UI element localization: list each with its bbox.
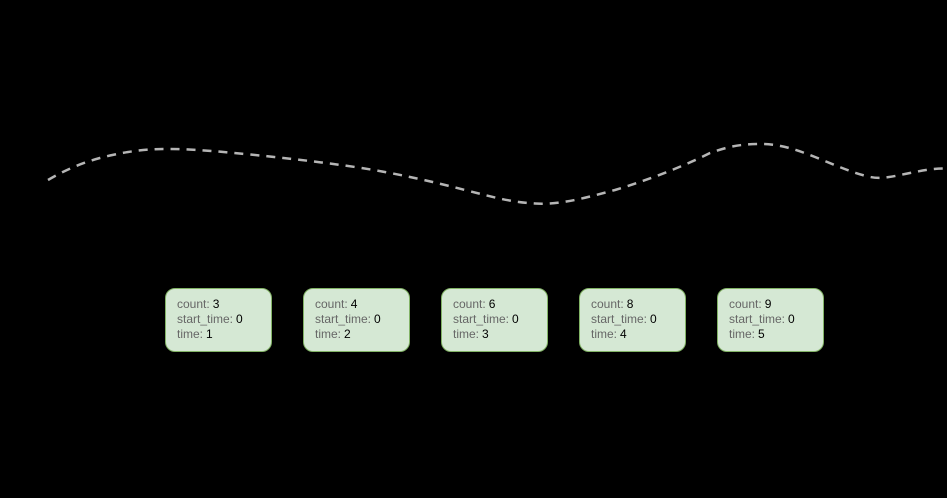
- state-node-2: count:4 start_time:0 time:2: [303, 288, 410, 352]
- time-line: time:2: [315, 327, 409, 342]
- state-nodes-row: count:3 start_time:0 time:1 count:4 star…: [165, 288, 824, 352]
- time-value: 2: [344, 327, 351, 341]
- start-time-label: start_time:: [729, 312, 786, 326]
- time-value: 4: [620, 327, 627, 341]
- start-time-value: 0: [512, 312, 519, 326]
- time-line: time:4: [591, 327, 685, 342]
- dashed-trend-curve: [47, 142, 946, 205]
- time-label: time:: [591, 327, 618, 341]
- count-line: count:9: [729, 297, 823, 312]
- time-line: time:3: [453, 327, 547, 342]
- count-label: count:: [453, 297, 486, 311]
- time-label: time:: [453, 327, 480, 341]
- time-value: 5: [758, 327, 765, 341]
- start-time-line: start_time:0: [729, 312, 823, 327]
- start-time-value: 0: [650, 312, 657, 326]
- count-value: 6: [488, 297, 496, 311]
- state-node-1: count:3 start_time:0 time:1: [165, 288, 272, 352]
- time-line: time:1: [177, 327, 271, 342]
- time-label: time:: [177, 327, 204, 341]
- start-time-value: 0: [374, 312, 381, 326]
- start-time-line: start_time:0: [453, 312, 547, 327]
- count-label: count:: [177, 297, 210, 311]
- start-time-label: start_time:: [177, 312, 234, 326]
- count-line: count:3: [177, 297, 271, 312]
- count-line: count:8: [591, 297, 685, 312]
- count-value: 8: [626, 297, 634, 311]
- time-value: 1: [206, 327, 213, 341]
- count-value: 9: [764, 297, 772, 311]
- state-node-3: count:6 start_time:0 time:3: [441, 288, 548, 352]
- start-time-line: start_time:0: [591, 312, 685, 327]
- state-node-4: count:8 start_time:0 time:4: [579, 288, 686, 352]
- count-line: count:4: [315, 297, 409, 312]
- time-label: time:: [729, 327, 756, 341]
- state-node-5: count:9 start_time:0 time:5: [717, 288, 824, 352]
- count-label: count:: [315, 297, 348, 311]
- start-time-line: start_time:0: [315, 312, 409, 327]
- count-label: count:: [591, 297, 624, 311]
- time-label: time:: [315, 327, 342, 341]
- count-value: 3: [212, 297, 220, 311]
- count-label: count:: [729, 297, 762, 311]
- time-value: 3: [482, 327, 489, 341]
- start-time-label: start_time:: [453, 312, 510, 326]
- start-time-label: start_time:: [315, 312, 372, 326]
- start-time-value: 0: [236, 312, 243, 326]
- start-time-label: start_time:: [591, 312, 648, 326]
- time-line: time:5: [729, 327, 823, 342]
- count-value: 4: [350, 297, 358, 311]
- start-time-value: 0: [788, 312, 795, 326]
- start-time-line: start_time:0: [177, 312, 271, 327]
- count-line: count:6: [453, 297, 547, 312]
